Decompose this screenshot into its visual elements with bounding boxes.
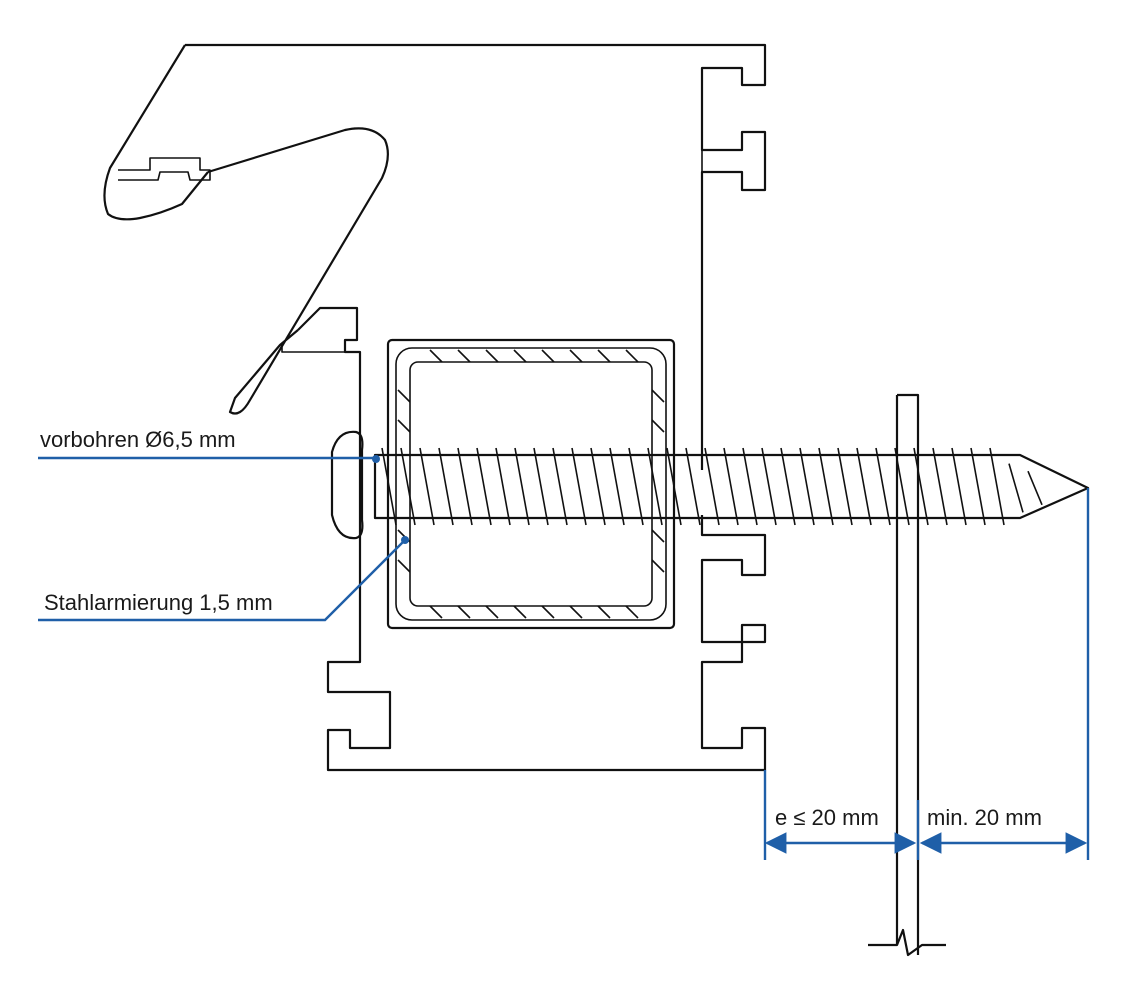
screw-thread	[666, 447, 682, 526]
screw-thread	[723, 447, 739, 526]
screw-thread	[419, 447, 435, 526]
frame-profile	[326, 130, 767, 772]
screw-thread	[780, 447, 796, 526]
steel-reinforcement	[386, 338, 676, 630]
steel-label: Stahlarmierung 1,5 mm	[44, 590, 273, 615]
annotations: vorbohren Ø6,5 mm Stahlarmierung 1,5 mm …	[38, 427, 1090, 860]
screw-thread	[951, 447, 967, 526]
steel-leader	[38, 539, 406, 622]
screw-thread	[799, 447, 815, 526]
screw-thread	[1027, 470, 1043, 506]
glazing-bead	[103, 43, 767, 470]
embedment-label: min. 20 mm	[927, 805, 1042, 830]
screw-thread	[571, 447, 587, 526]
screw-thread	[628, 447, 644, 526]
screw-thread	[761, 447, 777, 526]
screw-thread	[1008, 463, 1024, 513]
screw-thread	[438, 447, 454, 526]
screw-thread	[913, 447, 929, 526]
screw-thread	[704, 447, 720, 526]
screw-thread	[495, 447, 511, 526]
screw-thread	[533, 447, 549, 526]
screw-thread	[742, 447, 758, 526]
screw-thread	[400, 447, 416, 526]
frame-screw	[330, 430, 1090, 540]
screw-thread	[514, 447, 530, 526]
steel-leader-dot	[401, 536, 409, 544]
edge-distance-label: e ≤ 20 mm	[775, 805, 879, 830]
screw-thread	[989, 447, 1005, 526]
wall	[868, 393, 946, 957]
screw-thread	[685, 447, 701, 526]
screw-thread	[970, 447, 986, 526]
screw-thread	[590, 447, 606, 526]
screw-thread	[856, 447, 872, 526]
screw-thread	[875, 447, 891, 526]
screw-thread	[381, 447, 397, 526]
predrill-label: vorbohren Ø6,5 mm	[40, 427, 236, 452]
screw-thread	[837, 447, 853, 526]
screw-thread	[932, 447, 948, 526]
screw-thread	[818, 447, 834, 526]
screw-thread	[457, 447, 473, 526]
screw-thread	[476, 447, 492, 526]
screw-thread	[894, 447, 910, 526]
screw-thread	[609, 447, 625, 526]
screw-thread	[552, 447, 568, 526]
predrill-leader-dot	[372, 455, 380, 463]
screw-thread	[647, 447, 663, 526]
